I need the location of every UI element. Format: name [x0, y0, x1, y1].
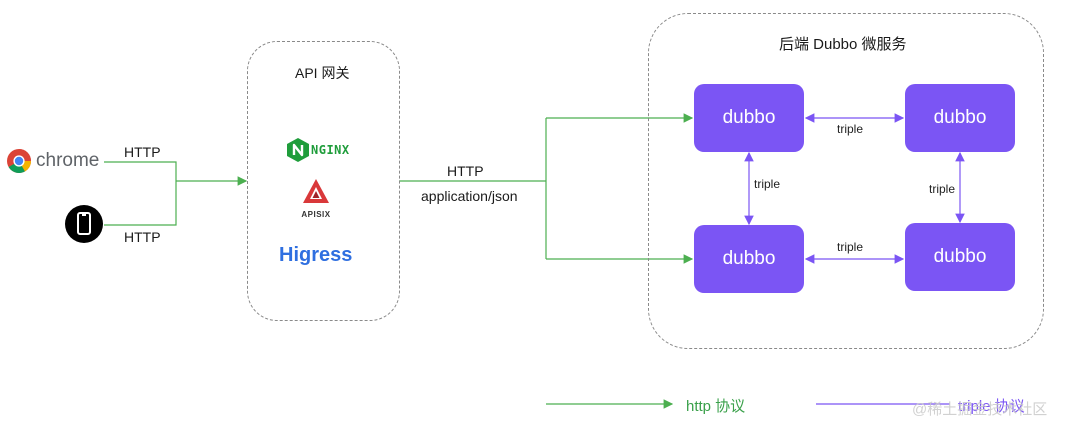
- chrome-http-line: [104, 161, 177, 181]
- nginx-wordmark: NGINX: [311, 143, 350, 157]
- gateway-title: API 网关: [295, 65, 350, 81]
- http-label-bottom: HTTP: [124, 229, 161, 245]
- phone-http-line: [104, 181, 177, 226]
- triple-label-left: triple: [754, 177, 781, 191]
- smartphone-icon: [65, 205, 103, 243]
- apisix-wordmark: APISIX: [301, 210, 331, 219]
- connection-content-type-label: application/json: [421, 188, 518, 204]
- http-label-top: HTTP: [124, 144, 161, 160]
- nginx-hexagon-icon: [287, 138, 309, 162]
- backend-title: 后端 Dubbo 微服务: [779, 36, 907, 53]
- dubbo-service-top-right: dubbo: [905, 84, 1015, 152]
- triple-label-top: triple: [837, 122, 864, 136]
- backend-group: [648, 13, 1044, 349]
- watermark: @稀土掘金技术社区: [912, 401, 1048, 418]
- dubbo-service-bottom-right: dubbo: [905, 223, 1015, 291]
- nginx-logo: NGINX: [286, 137, 350, 163]
- chrome-client: chrome: [6, 148, 99, 174]
- higress-logo: Higress: [279, 244, 352, 267]
- chrome-icon: [7, 149, 32, 174]
- connection-protocol-label: HTTP: [447, 163, 484, 179]
- legend-http-label: http 协议: [686, 398, 746, 415]
- apisix-triangle-icon: [303, 179, 329, 203]
- legend-triple-label: triple 协议: [958, 398, 1025, 415]
- api-gateway-group: [247, 41, 400, 321]
- apisix-logo: APISIX: [293, 178, 339, 222]
- dubbo-service-top-left: dubbo: [694, 84, 804, 152]
- triple-label-right: triple: [929, 182, 956, 196]
- dubbo-service-bottom-left: dubbo: [694, 225, 804, 293]
- higress-wordmark: Higress: [279, 244, 353, 266]
- triple-label-bottom: triple: [837, 240, 864, 254]
- chrome-label: chrome: [36, 150, 100, 171]
